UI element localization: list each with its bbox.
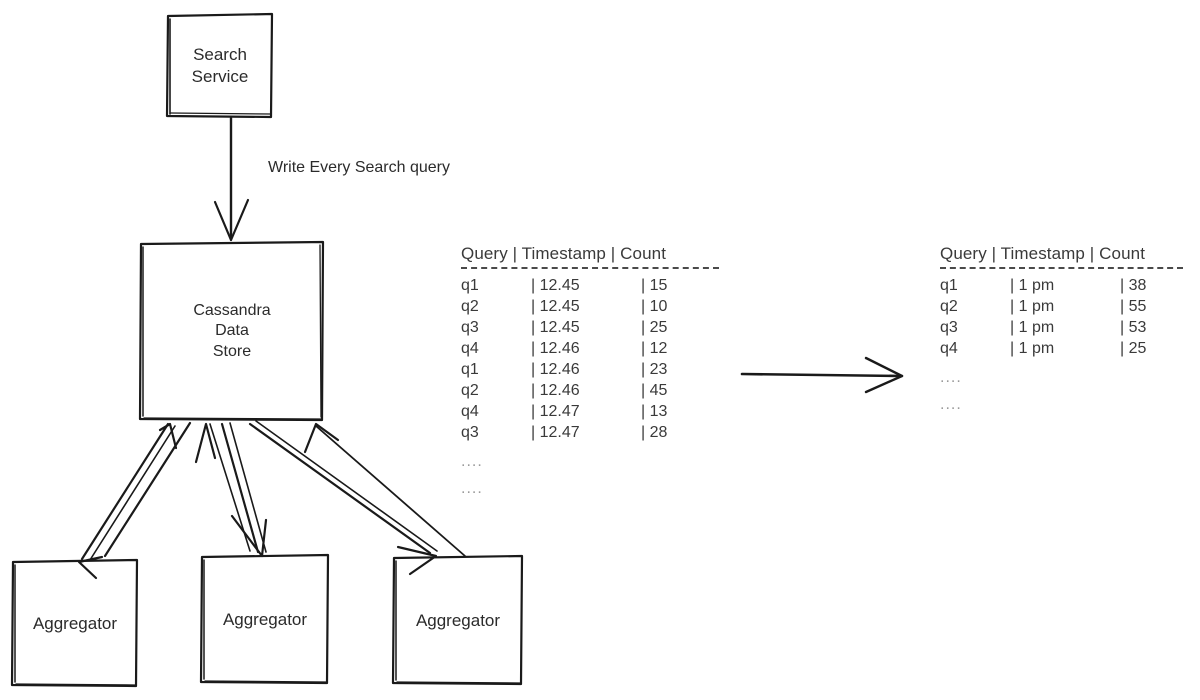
- raw-query-table: Query | Timestamp | Count q1 | 12.45 | 1…: [461, 244, 719, 499]
- rollup-table-header: Query | Timestamp | Count: [940, 244, 1146, 263]
- cell-count: | 23: [641, 361, 668, 378]
- cassandra-aggregator-2-link: [194, 422, 268, 558]
- aggregator-label-2: Aggregator: [222, 609, 308, 629]
- table-row: q4 | 1 pm | 25: [940, 338, 1190, 359]
- rollup-table-ellipsis-1: ....: [940, 369, 962, 386]
- table-row: q2 | 1 pm | 55: [940, 296, 1190, 317]
- cell-query: q4: [461, 340, 479, 357]
- cell-query: q2: [940, 298, 958, 315]
- cell-query: q4: [940, 340, 958, 357]
- table-row: q2 | 12.46 | 45: [461, 380, 719, 401]
- aggregator-node-3[interactable]: Aggregator: [393, 556, 523, 685]
- cell-count: | 25: [641, 319, 668, 336]
- cell-count: | 15: [641, 277, 668, 294]
- cell-timestamp: | 12.47: [531, 403, 580, 420]
- cell-timestamp: | 1 pm: [1010, 319, 1055, 336]
- cell-timestamp: | 12.46: [531, 382, 580, 399]
- table-row: q3 | 1 pm | 53: [940, 317, 1190, 338]
- cell-query: q1: [461, 361, 479, 378]
- cell-query: q3: [461, 424, 479, 441]
- raw-table-ellipsis-1: ....: [461, 453, 483, 470]
- cassandra-aggregator-1-link: [77, 421, 192, 580]
- cell-count: | 12: [641, 340, 668, 357]
- write-edge-label: Write Every Search query: [268, 159, 450, 176]
- cassandra-aggregator-3-link: [248, 420, 466, 576]
- cell-query: q3: [940, 319, 958, 336]
- table-row: q1 | 1 pm | 38: [940, 275, 1190, 296]
- cell-timestamp: | 12.45: [531, 277, 580, 294]
- cell-timestamp: | 12.46: [531, 340, 580, 357]
- table-row: q1 | 12.46 | 23: [461, 359, 719, 380]
- cell-query: q1: [940, 277, 958, 294]
- cell-timestamp: | 12.45: [531, 298, 580, 315]
- aggregator-label-3: Aggregator: [415, 610, 501, 630]
- write-arrow: [213, 116, 250, 242]
- raw-table-body: q1 | 12.45 | 15 q2 | 12.45 | 10 q3 | 12.…: [461, 275, 719, 443]
- rollup-table-ellipsis-2: ....: [940, 396, 962, 413]
- aggregator-node-2[interactable]: Aggregator: [201, 555, 329, 684]
- rollup-arrow: [740, 356, 904, 394]
- cell-timestamp: | 1 pm: [1010, 277, 1055, 294]
- cell-count: | 53: [1120, 319, 1147, 336]
- cell-count: | 25: [1120, 340, 1147, 357]
- rollup-table-rule: [940, 267, 1183, 269]
- table-row: q2 | 12.45 | 10: [461, 296, 719, 317]
- table-row: q1 | 12.45 | 15: [461, 275, 719, 296]
- cell-query: q4: [461, 403, 479, 420]
- search-service-node[interactable]: Search Service: [167, 14, 273, 118]
- rollup-table-body: q1 | 1 pm | 38 q2 | 1 pm | 55 q3 | 1 pm …: [940, 275, 1190, 359]
- cell-timestamp: | 1 pm: [1010, 340, 1055, 357]
- cell-count: | 38: [1120, 277, 1147, 294]
- raw-table-header: Query | Timestamp | Count: [461, 244, 667, 263]
- cell-timestamp: | 12.45: [531, 319, 580, 336]
- cell-count: | 10: [641, 298, 668, 315]
- aggregator-label-1: Aggregator: [32, 613, 118, 633]
- cell-count: | 13: [641, 403, 668, 420]
- cell-timestamp: | 1 pm: [1010, 298, 1055, 315]
- table-row: q3 | 12.45 | 25: [461, 317, 719, 338]
- aggregator-node-1[interactable]: Aggregator: [12, 560, 138, 687]
- cell-query: q2: [461, 298, 479, 315]
- table-row: q4 | 12.47 | 13: [461, 401, 719, 422]
- table-row: q4 | 12.46 | 12: [461, 338, 719, 359]
- search-service-label: Search Service: [191, 45, 249, 86]
- cell-count: | 28: [641, 424, 668, 441]
- raw-table-rule: [461, 267, 719, 269]
- cell-count: | 55: [1120, 298, 1147, 315]
- cell-count: | 45: [641, 382, 668, 399]
- cassandra-label: Cassandra Data Store: [193, 301, 271, 360]
- table-row: q3 | 12.47 | 28: [461, 422, 719, 443]
- raw-table-ellipsis-2: ....: [461, 480, 483, 497]
- cell-query: q1: [461, 277, 479, 294]
- cell-query: q3: [461, 319, 479, 336]
- cell-query: q2: [461, 382, 479, 399]
- cell-timestamp: | 12.46: [531, 361, 580, 378]
- rollup-query-table: Query | Timestamp | Count q1 | 1 pm | 38…: [940, 244, 1190, 415]
- cell-timestamp: | 12.47: [531, 424, 580, 441]
- cassandra-data-store-node[interactable]: Cassandra Data Store: [140, 242, 324, 421]
